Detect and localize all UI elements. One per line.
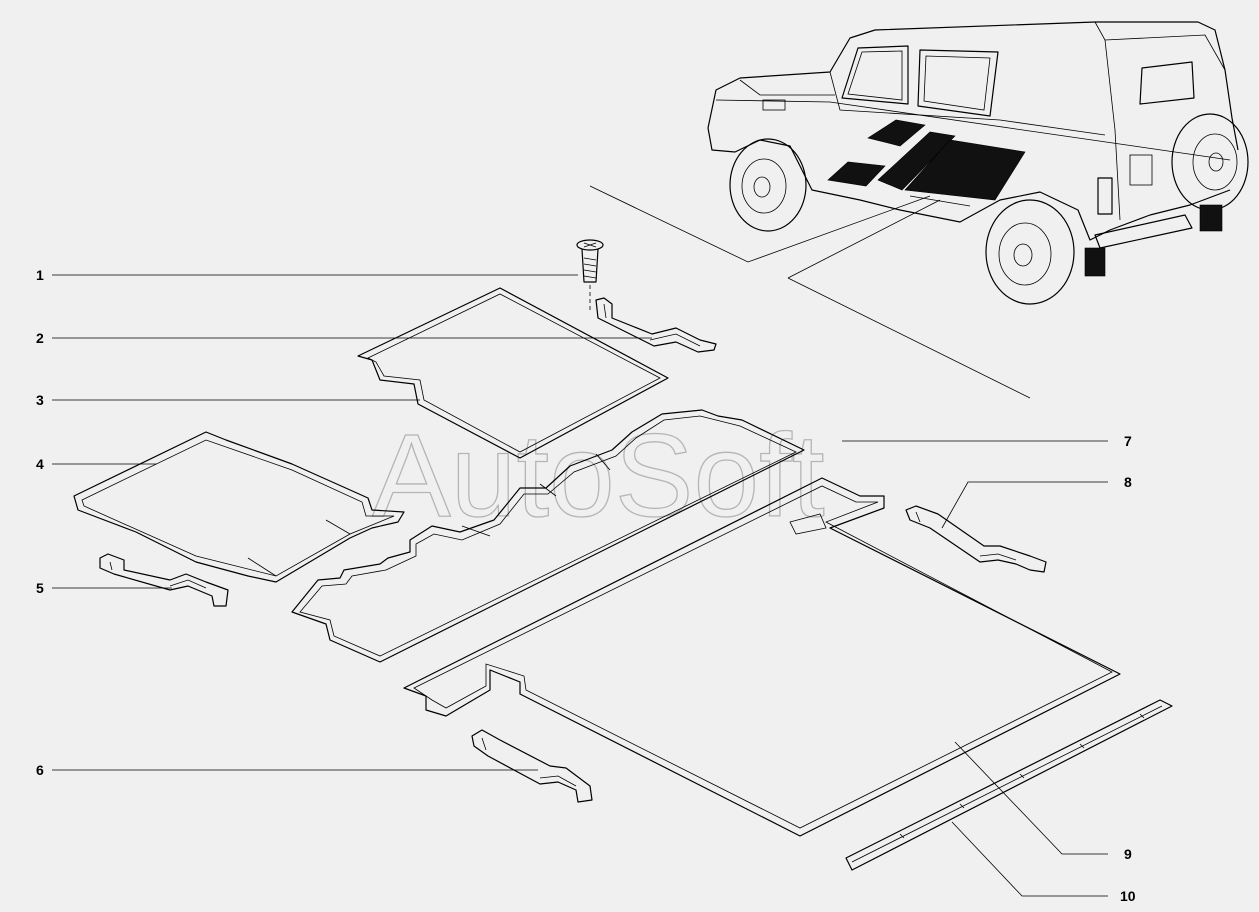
floor-mat-part-9 bbox=[403, 477, 1121, 837]
callout-label-5: 5 bbox=[36, 580, 44, 596]
bracket-part-8 bbox=[905, 505, 1047, 573]
guide-line bbox=[787, 277, 1031, 399]
vehicle-illustration bbox=[707, 21, 1249, 305]
callout-label-9: 9 bbox=[1124, 846, 1132, 862]
bracket-part-5 bbox=[99, 553, 229, 607]
callout-label-10: 10 bbox=[1120, 888, 1136, 904]
leader-lines bbox=[52, 274, 1108, 897]
callout-label-1: 1 bbox=[36, 267, 44, 283]
bracket-part-6 bbox=[471, 729, 593, 803]
floor-mat-part-4 bbox=[73, 431, 405, 583]
callout-label-3: 3 bbox=[36, 392, 44, 408]
callout-label-4: 4 bbox=[36, 456, 44, 472]
floor-mat-part-3 bbox=[357, 287, 669, 459]
callout-label-7: 7 bbox=[1124, 433, 1132, 449]
bracket-part-2 bbox=[595, 297, 717, 353]
watermark: AutoSoft bbox=[372, 410, 825, 542]
rail-strip-part-10 bbox=[845, 699, 1173, 871]
guide-line bbox=[589, 185, 931, 263]
bolt-part bbox=[576, 239, 604, 310]
callout-label-6: 6 bbox=[36, 762, 44, 778]
callout-label-2: 2 bbox=[36, 330, 44, 346]
guide-line bbox=[787, 199, 941, 279]
callout-label-8: 8 bbox=[1124, 474, 1132, 490]
